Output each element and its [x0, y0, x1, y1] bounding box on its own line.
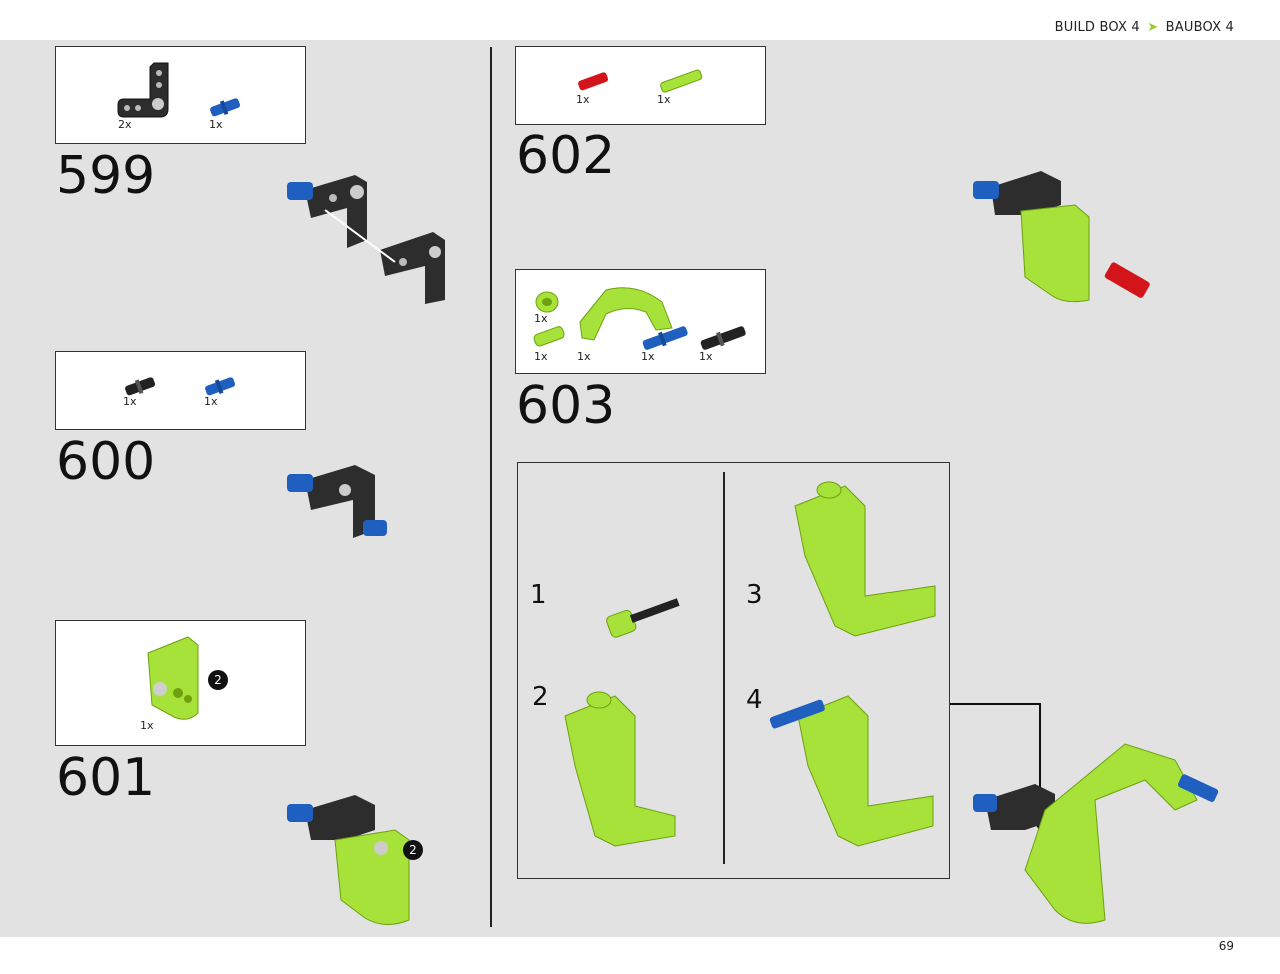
step-number-599: 599: [56, 146, 156, 206]
step-601-model-illustration: [287, 795, 410, 925]
part-qty: 1x: [577, 350, 591, 363]
step-599-model-illustration: [287, 175, 445, 304]
step-number-600: 600: [56, 432, 156, 492]
l-beam-part-icon: [117, 62, 169, 118]
sub-step-1-illustration: [606, 598, 680, 638]
parts-box-602: 1x 1x: [515, 46, 766, 125]
sub-step-2-illustration: [564, 691, 676, 847]
page-header: BUILD BOX 4 ➤ BAUBOX 4: [0, 0, 1280, 40]
column-divider: [490, 47, 492, 927]
part-qty: 2x: [118, 118, 132, 131]
part-qty: 1x: [576, 93, 590, 106]
sub-step-number-3: 3: [746, 580, 763, 610]
step-602-model-illustration: [973, 171, 1150, 303]
part-qty: 1x: [123, 395, 137, 408]
part-qty: 1x: [209, 118, 223, 131]
sub-step-number-1: 1: [530, 580, 547, 610]
breadcrumb: BUILD BOX 4 ➤ BAUBOX 4: [1055, 20, 1234, 35]
page-number: 69: [1218, 939, 1234, 953]
parts-box-603: 1x 1x 1x 1x 1x: [515, 269, 766, 374]
part-qty: 1x: [204, 395, 218, 408]
sub-step-number-2: 2: [532, 682, 549, 712]
breadcrumb-baubox: BAUBOX 4: [1165, 20, 1234, 35]
instruction-canvas: [0, 40, 1280, 937]
step-number-602: 602: [516, 126, 616, 186]
parts-box-601: 2 1x: [55, 620, 306, 746]
lime-panel-part-icon: [147, 636, 199, 720]
step-603-model-illustration: [973, 743, 1219, 924]
blue-long-pin-part-icon: [642, 326, 688, 350]
sub-step-3-illustration: [794, 481, 936, 637]
lime-connector-part-icon: [533, 326, 565, 347]
page-footer: 69: [0, 937, 1280, 974]
parts-box-599: 2x 1x: [55, 46, 306, 144]
part-qty: 1x: [534, 350, 548, 363]
red-connector-part-icon: [578, 72, 609, 91]
blue-pin-part-icon: [210, 98, 241, 117]
step-600-model-illustration: [287, 465, 387, 538]
part-qty: 1x: [534, 312, 548, 325]
part-qty: 1x: [657, 93, 671, 106]
part-qty: 1x: [641, 350, 655, 363]
sub-assembly-divider: [723, 472, 725, 864]
blue-pin-part-icon: [205, 377, 236, 396]
sub-step-4-illustration: [769, 695, 934, 847]
step-number-601: 601: [56, 748, 156, 808]
breadcrumb-build-box: BUILD BOX 4: [1054, 20, 1140, 35]
lime-curved-panel-part-icon: [579, 287, 673, 341]
sub-step-number-4: 4: [746, 685, 763, 715]
lime-bush-part-icon: [535, 291, 559, 313]
parts-box-600: 1x 1x: [55, 351, 306, 430]
black-long-pin-part-icon: [700, 326, 746, 350]
black-pin-part-icon: [125, 377, 156, 396]
step-number-603: 603: [516, 376, 616, 436]
chevron-arrow-icon: ➤: [1147, 20, 1159, 35]
part-qty: 1x: [140, 719, 154, 732]
callout-badge: 2: [208, 670, 228, 690]
sub-assembly-box: [517, 462, 950, 879]
part-qty: 1x: [699, 350, 713, 363]
lime-axle-pin-part-icon: [660, 69, 703, 93]
callout-badge: 2: [403, 840, 423, 860]
